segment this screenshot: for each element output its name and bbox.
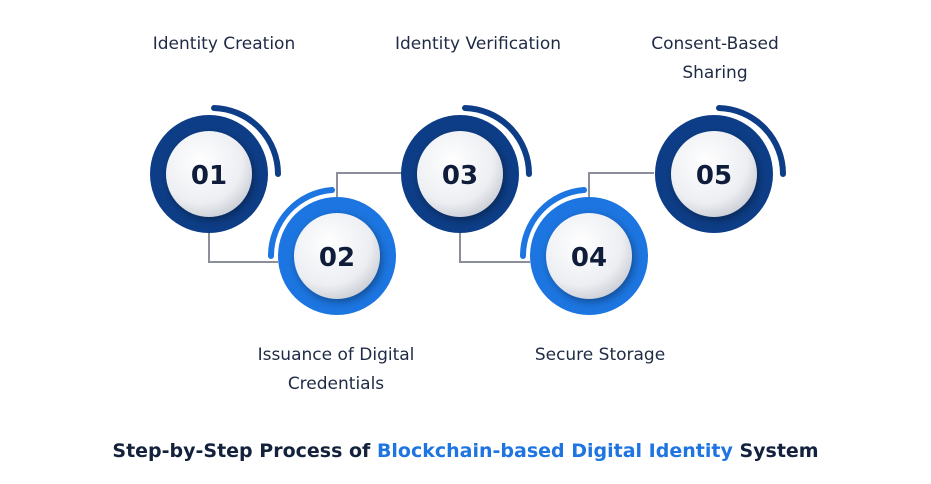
connector-02-03 xyxy=(336,172,402,197)
step-02-arc xyxy=(267,187,335,259)
step-04-label: Secure Storage xyxy=(534,345,666,365)
step-04-disc xyxy=(546,213,632,299)
step-05-node: 05 xyxy=(655,105,786,233)
title-part-1: Step-by-Step Process of xyxy=(112,440,377,462)
step-03-label: Identity Verification xyxy=(394,34,562,54)
step-04-node: 04 xyxy=(519,187,648,315)
page-title: Step-by-Step Process of Blockchain-based… xyxy=(0,440,931,462)
title-highlight: Blockchain-based Digital Identity xyxy=(376,440,733,462)
connector-01-02 xyxy=(208,232,278,263)
step-01-label: Identity Creation xyxy=(152,34,296,54)
step-05-disc xyxy=(671,131,757,217)
step-02-disc xyxy=(294,213,380,299)
step-03-node: 03 xyxy=(401,105,532,233)
connector-04-05 xyxy=(588,172,654,197)
step-03-arc xyxy=(462,105,532,177)
step-01-arc xyxy=(211,105,281,177)
step-03-number: 03 xyxy=(442,161,478,191)
step-01-number: 01 xyxy=(191,161,227,191)
step-04-number: 04 xyxy=(571,243,607,273)
step-04-arc xyxy=(519,187,587,259)
title-part-2: System xyxy=(732,440,819,462)
connector-03-04 xyxy=(459,232,530,263)
step-05-number: 05 xyxy=(696,161,732,191)
step-01-node: 01 xyxy=(150,105,281,233)
step-02-number: 02 xyxy=(319,243,355,273)
step-03-disc xyxy=(417,131,503,217)
step-02-node: 02 xyxy=(267,187,396,315)
step-05-arc xyxy=(716,105,786,177)
step-05-label: Consent-Based Sharing xyxy=(651,34,779,83)
connectors xyxy=(208,172,654,263)
step-02-label: Issuance of Digital Credentials xyxy=(257,345,415,394)
step-01-disc xyxy=(166,131,252,217)
